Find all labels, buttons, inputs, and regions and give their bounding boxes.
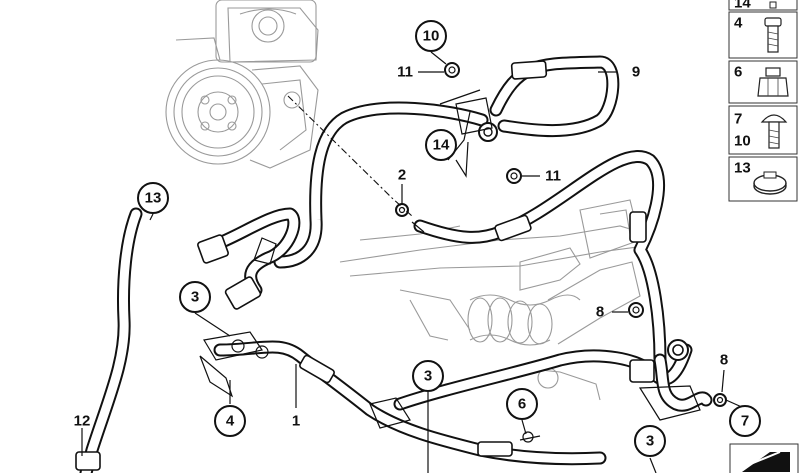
callout-3-left[interactable]: 3 <box>179 281 211 313</box>
label-11-top[interactable]: 11 <box>397 64 413 81</box>
callout-3-right[interactable]: 3 <box>634 425 666 457</box>
label-2[interactable]: 2 <box>398 167 406 184</box>
svg-text:14: 14 <box>433 137 450 154</box>
hose-2-feed-line <box>273 101 667 367</box>
nut-part-icon <box>757 67 789 97</box>
svg-text:6: 6 <box>734 64 742 81</box>
svg-text:4: 4 <box>226 413 235 430</box>
svg-text:7: 7 <box>741 413 749 430</box>
svg-text:6: 6 <box>518 396 526 413</box>
svg-text:13: 13 <box>145 190 162 207</box>
banjo-bolt-part-icon <box>760 114 788 149</box>
callout-7[interactable]: 7 <box>729 405 761 437</box>
callout-10[interactable]: 10 <box>415 20 447 52</box>
hose-9-upper-loop <box>489 55 620 138</box>
label-8-left[interactable]: 8 <box>596 304 604 321</box>
assembly-line <box>287 95 413 217</box>
svg-text:7: 7 <box>734 111 742 128</box>
hose-1-pressure-line <box>213 340 713 466</box>
panel-item-13[interactable]: 13 <box>728 156 798 202</box>
steering-rack-illustration <box>339 199 646 401</box>
callout-3-middle[interactable]: 3 <box>412 360 444 392</box>
callout-6[interactable]: 6 <box>506 388 538 420</box>
hose-clamp-part-icon <box>753 171 787 195</box>
hose-13-return <box>75 207 143 473</box>
svg-text:3: 3 <box>424 368 432 385</box>
parts-panel: 14 4 6 7 10 <box>728 0 798 202</box>
callout-14[interactable]: 14 <box>425 129 457 161</box>
callout-13[interactable]: 13 <box>137 182 169 214</box>
label-1[interactable]: 1 <box>292 413 300 430</box>
panel-item-4[interactable]: 4 <box>728 11 798 59</box>
svg-text:10: 10 <box>423 28 440 45</box>
svg-text:14: 14 <box>734 0 751 12</box>
callout-4[interactable]: 4 <box>214 405 246 437</box>
svg-text:4: 4 <box>734 15 743 32</box>
label-8-right[interactable]: 8 <box>720 352 728 369</box>
seal-rings <box>395 62 727 407</box>
steering-pump-illustration <box>165 0 319 169</box>
panel-item-14[interactable]: 14 <box>728 0 798 12</box>
panel-item-7-10[interactable]: 7 10 <box>728 105 798 155</box>
label-12[interactable]: 12 <box>74 413 91 430</box>
direction-arrow-icon <box>729 443 799 473</box>
svg-text:3: 3 <box>646 433 654 450</box>
label-9[interactable]: 9 <box>632 64 640 81</box>
svg-text:3: 3 <box>191 289 199 306</box>
label-11-middle[interactable]: 11 <box>545 168 561 185</box>
hose-pump-outlet <box>197 207 301 310</box>
panel-item-6[interactable]: 6 <box>728 60 798 104</box>
bracket-assemblies <box>199 89 701 443</box>
svg-text:13: 13 <box>734 160 751 177</box>
svg-text:10: 10 <box>734 133 751 150</box>
bolt-part-icon <box>764 17 782 53</box>
